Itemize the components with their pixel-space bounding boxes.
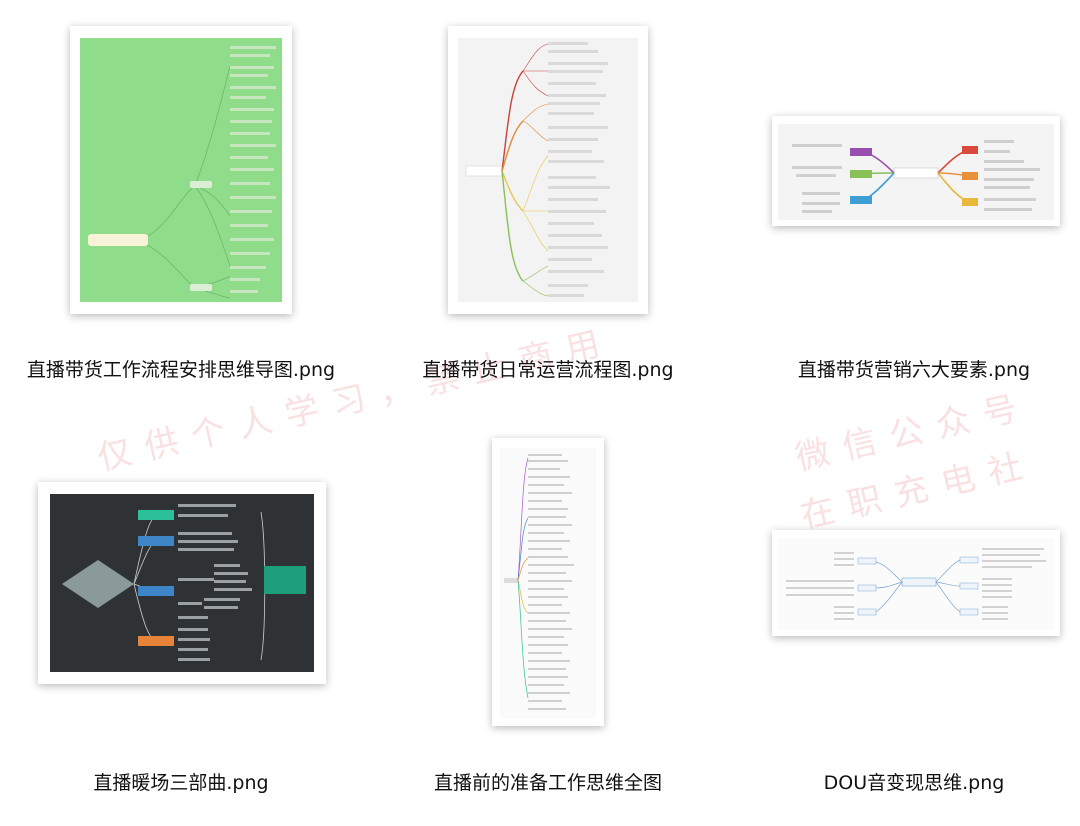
file-thumbnail[interactable] — [492, 438, 604, 726]
file-name[interactable]: 直播带货日常运营流程图.png — [422, 359, 674, 381]
file-name[interactable]: 直播带货工作流程安排思维导图.png — [26, 359, 336, 381]
file-thumbnail[interactable] — [38, 482, 326, 684]
file-name[interactable]: DOU音变现思维.png — [823, 772, 1005, 794]
file-name[interactable]: 直播前的准备工作思维全图 — [433, 772, 662, 794]
file-thumbnail[interactable] — [772, 530, 1060, 636]
file-name[interactable]: 直播暖场三部曲.png — [93, 772, 269, 794]
file-name[interactable]: 直播带货营销六大要素.png — [797, 359, 1031, 381]
file-thumbnail[interactable] — [772, 116, 1060, 226]
file-thumbnail[interactable] — [448, 26, 648, 314]
file-thumbnail[interactable] — [70, 26, 292, 314]
